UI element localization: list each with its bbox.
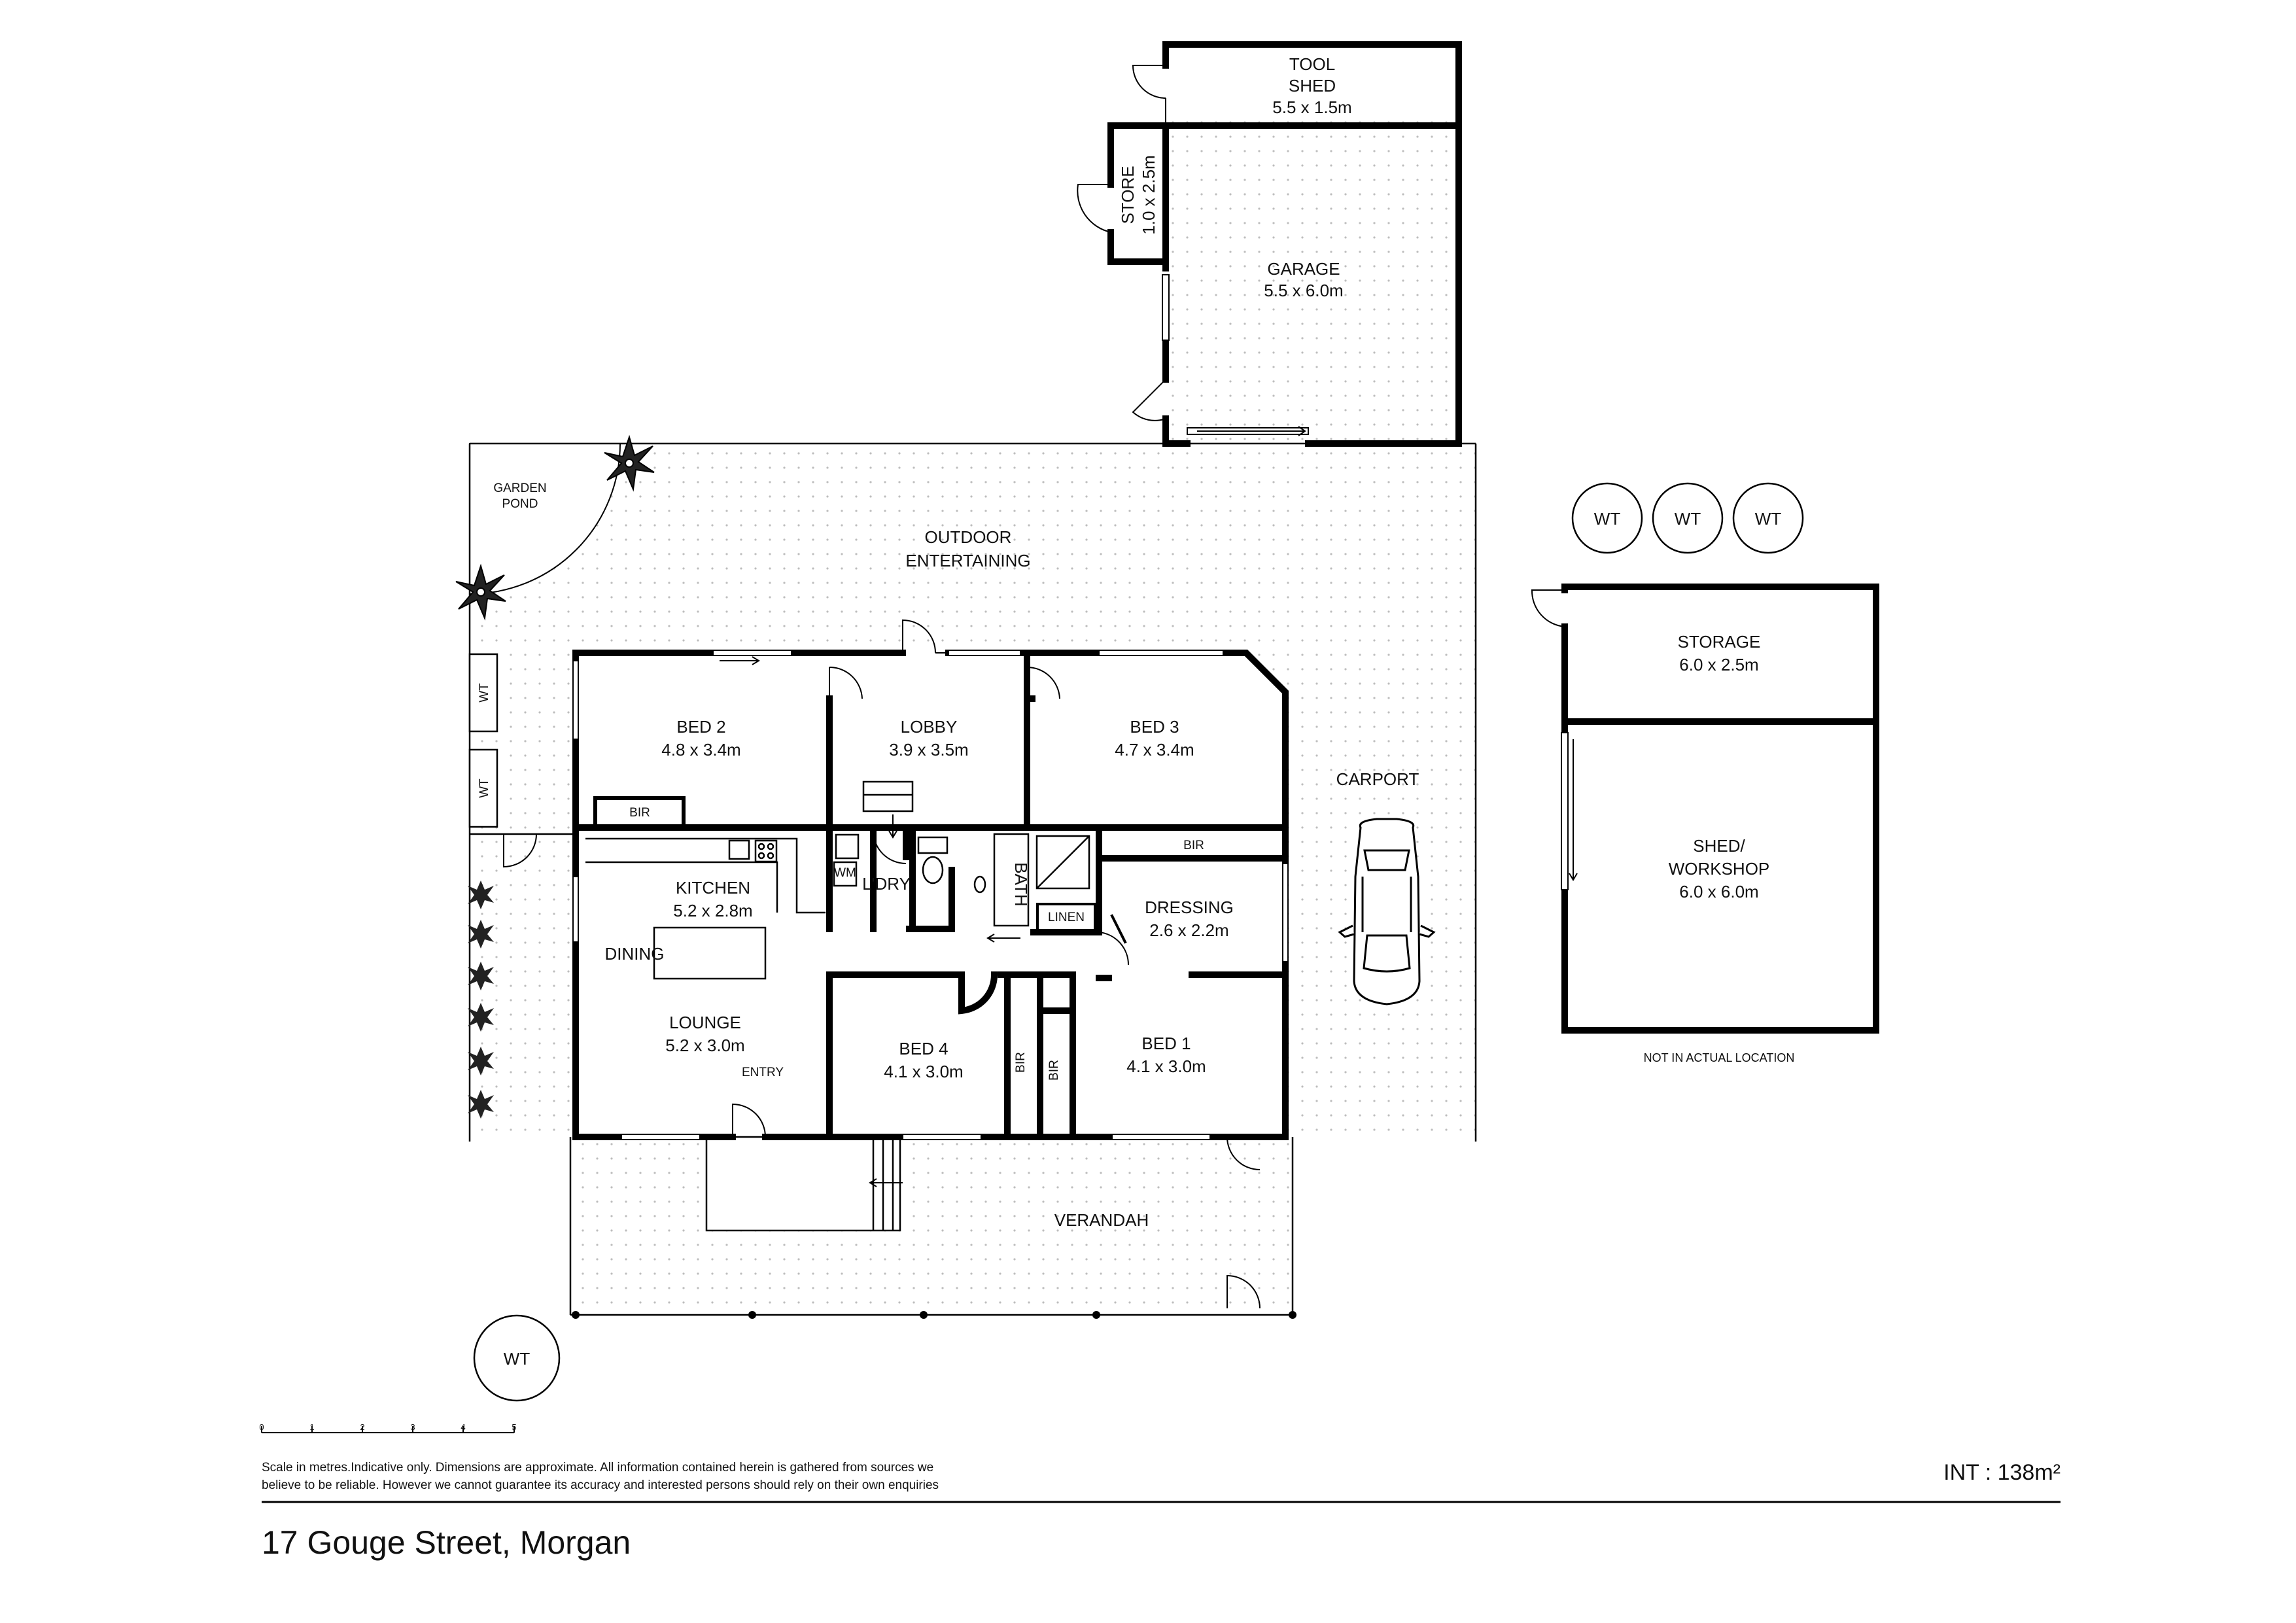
water-tank-1-label: WT [1594, 509, 1621, 529]
tool-shed-label: TOOL [1289, 54, 1335, 74]
tool-shed-label-2: SHED [1289, 76, 1336, 96]
garage-label: GARAGE [1267, 259, 1340, 279]
disclaimer-line-2: believe to be reliable. However we canno… [262, 1478, 939, 1492]
bed4-label: BED 4 [899, 1039, 948, 1058]
bir-bed3-label: BIR [1183, 839, 1204, 852]
outdoor-label-2: ENTERTAINING [905, 551, 1030, 570]
disclaimer-line-1: Scale in metres.Indicative only. Dimensi… [262, 1461, 933, 1475]
storage-dims: 6.0 x 2.5m [1679, 655, 1758, 674]
side-tank-2-label: WT [478, 778, 491, 798]
bir-bed1-label: BIR [1047, 1060, 1061, 1081]
water-tanks-row [1571, 482, 1804, 554]
scale-tick-5: 5 [512, 1422, 516, 1432]
scale-tick-3: 3 [410, 1422, 415, 1432]
scale-bar [261, 1426, 515, 1433]
water-tank-3-label: WT [1755, 509, 1782, 529]
bed1-dims: 4.1 x 3.0m [1126, 1056, 1206, 1076]
lobby-dims: 3.9 x 3.5m [889, 740, 968, 759]
outdoor-label: OUTDOOR [925, 527, 1012, 547]
carport-label: CARPORT [1336, 769, 1419, 789]
bir-bed2-label: BIR [629, 806, 650, 820]
car-icon [1338, 818, 1436, 1005]
water-tank-2-label: WT [1675, 509, 1701, 529]
lounge-dims: 5.2 x 3.0m [665, 1036, 744, 1055]
entry-label: ENTRY [742, 1066, 784, 1079]
bed2-label: BED 2 [676, 717, 725, 737]
linen-label: LINEN [1048, 911, 1085, 924]
plant-icon [455, 434, 655, 621]
arrows [720, 656, 1020, 1187]
shed-label-2: WORKSHOP [1669, 859, 1770, 879]
interior-area: INT : 138m² [1943, 1460, 2061, 1485]
shed-block [1531, 584, 1879, 1034]
garage-dims: 5.5 x 6.0m [1264, 281, 1343, 300]
scale-tick-0: 0 [259, 1422, 264, 1432]
hedge-plants-icon [468, 881, 494, 1119]
lobby-label: LOBBY [901, 717, 958, 737]
doors [732, 619, 1261, 1309]
storage-label: STORAGE [1678, 632, 1761, 652]
garden-pond-label-2: POND [502, 497, 538, 511]
wm-label: WM [834, 866, 856, 880]
kitchen-dims: 5.2 x 2.8m [673, 901, 752, 920]
side-tanks [468, 653, 498, 828]
not-in-location-note: NOT IN ACTUAL LOCATION [1644, 1051, 1795, 1064]
scale-tick-2: 2 [360, 1422, 364, 1432]
water-tank [473, 1314, 561, 1402]
verandah-posts [572, 1311, 1296, 1319]
garage-block [1077, 41, 1462, 447]
kitchen-label: KITCHEN [676, 878, 750, 898]
bed3-dims: 4.7 x 3.4m [1115, 740, 1194, 759]
scale-tick-4: 4 [461, 1422, 465, 1432]
dressing-dims: 2.6 x 2.2m [1149, 920, 1228, 940]
store-dims: 1.0 x 2.5m [1139, 155, 1158, 234]
bed4-dims: 4.1 x 3.0m [884, 1062, 963, 1081]
verandah-label: VERANDAH [1054, 1210, 1149, 1230]
property-address: 17 Gouge Street, Morgan [262, 1524, 631, 1561]
water-tank-label: WT [504, 1349, 531, 1369]
bed2-dims: 4.8 x 3.4m [661, 740, 740, 759]
bath-label: BATH [1011, 862, 1031, 906]
bed3-label: BED 3 [1130, 717, 1179, 737]
store-label: STORE [1118, 166, 1138, 224]
side-tank-1-label: WT [478, 683, 491, 703]
lounge-label: LOUNGE [669, 1013, 741, 1032]
shed-dims: 6.0 x 6.0m [1679, 882, 1758, 901]
tool-shed-dims: 5.5 x 1.5m [1272, 97, 1351, 117]
bir-bed4-label: BIR [1014, 1052, 1028, 1073]
laundry-label: L'DRY [862, 874, 911, 894]
fixtures [728, 833, 1090, 927]
bed1-label: BED 1 [1141, 1034, 1191, 1053]
scale-tick-1: 1 [309, 1422, 314, 1432]
stairs [862, 780, 914, 1231]
dining-label: DINING [605, 944, 665, 964]
garden-pond-label: GARDEN [493, 481, 546, 495]
shed-label: SHED/ [1693, 836, 1745, 856]
dressing-label: DRESSING [1145, 898, 1234, 917]
